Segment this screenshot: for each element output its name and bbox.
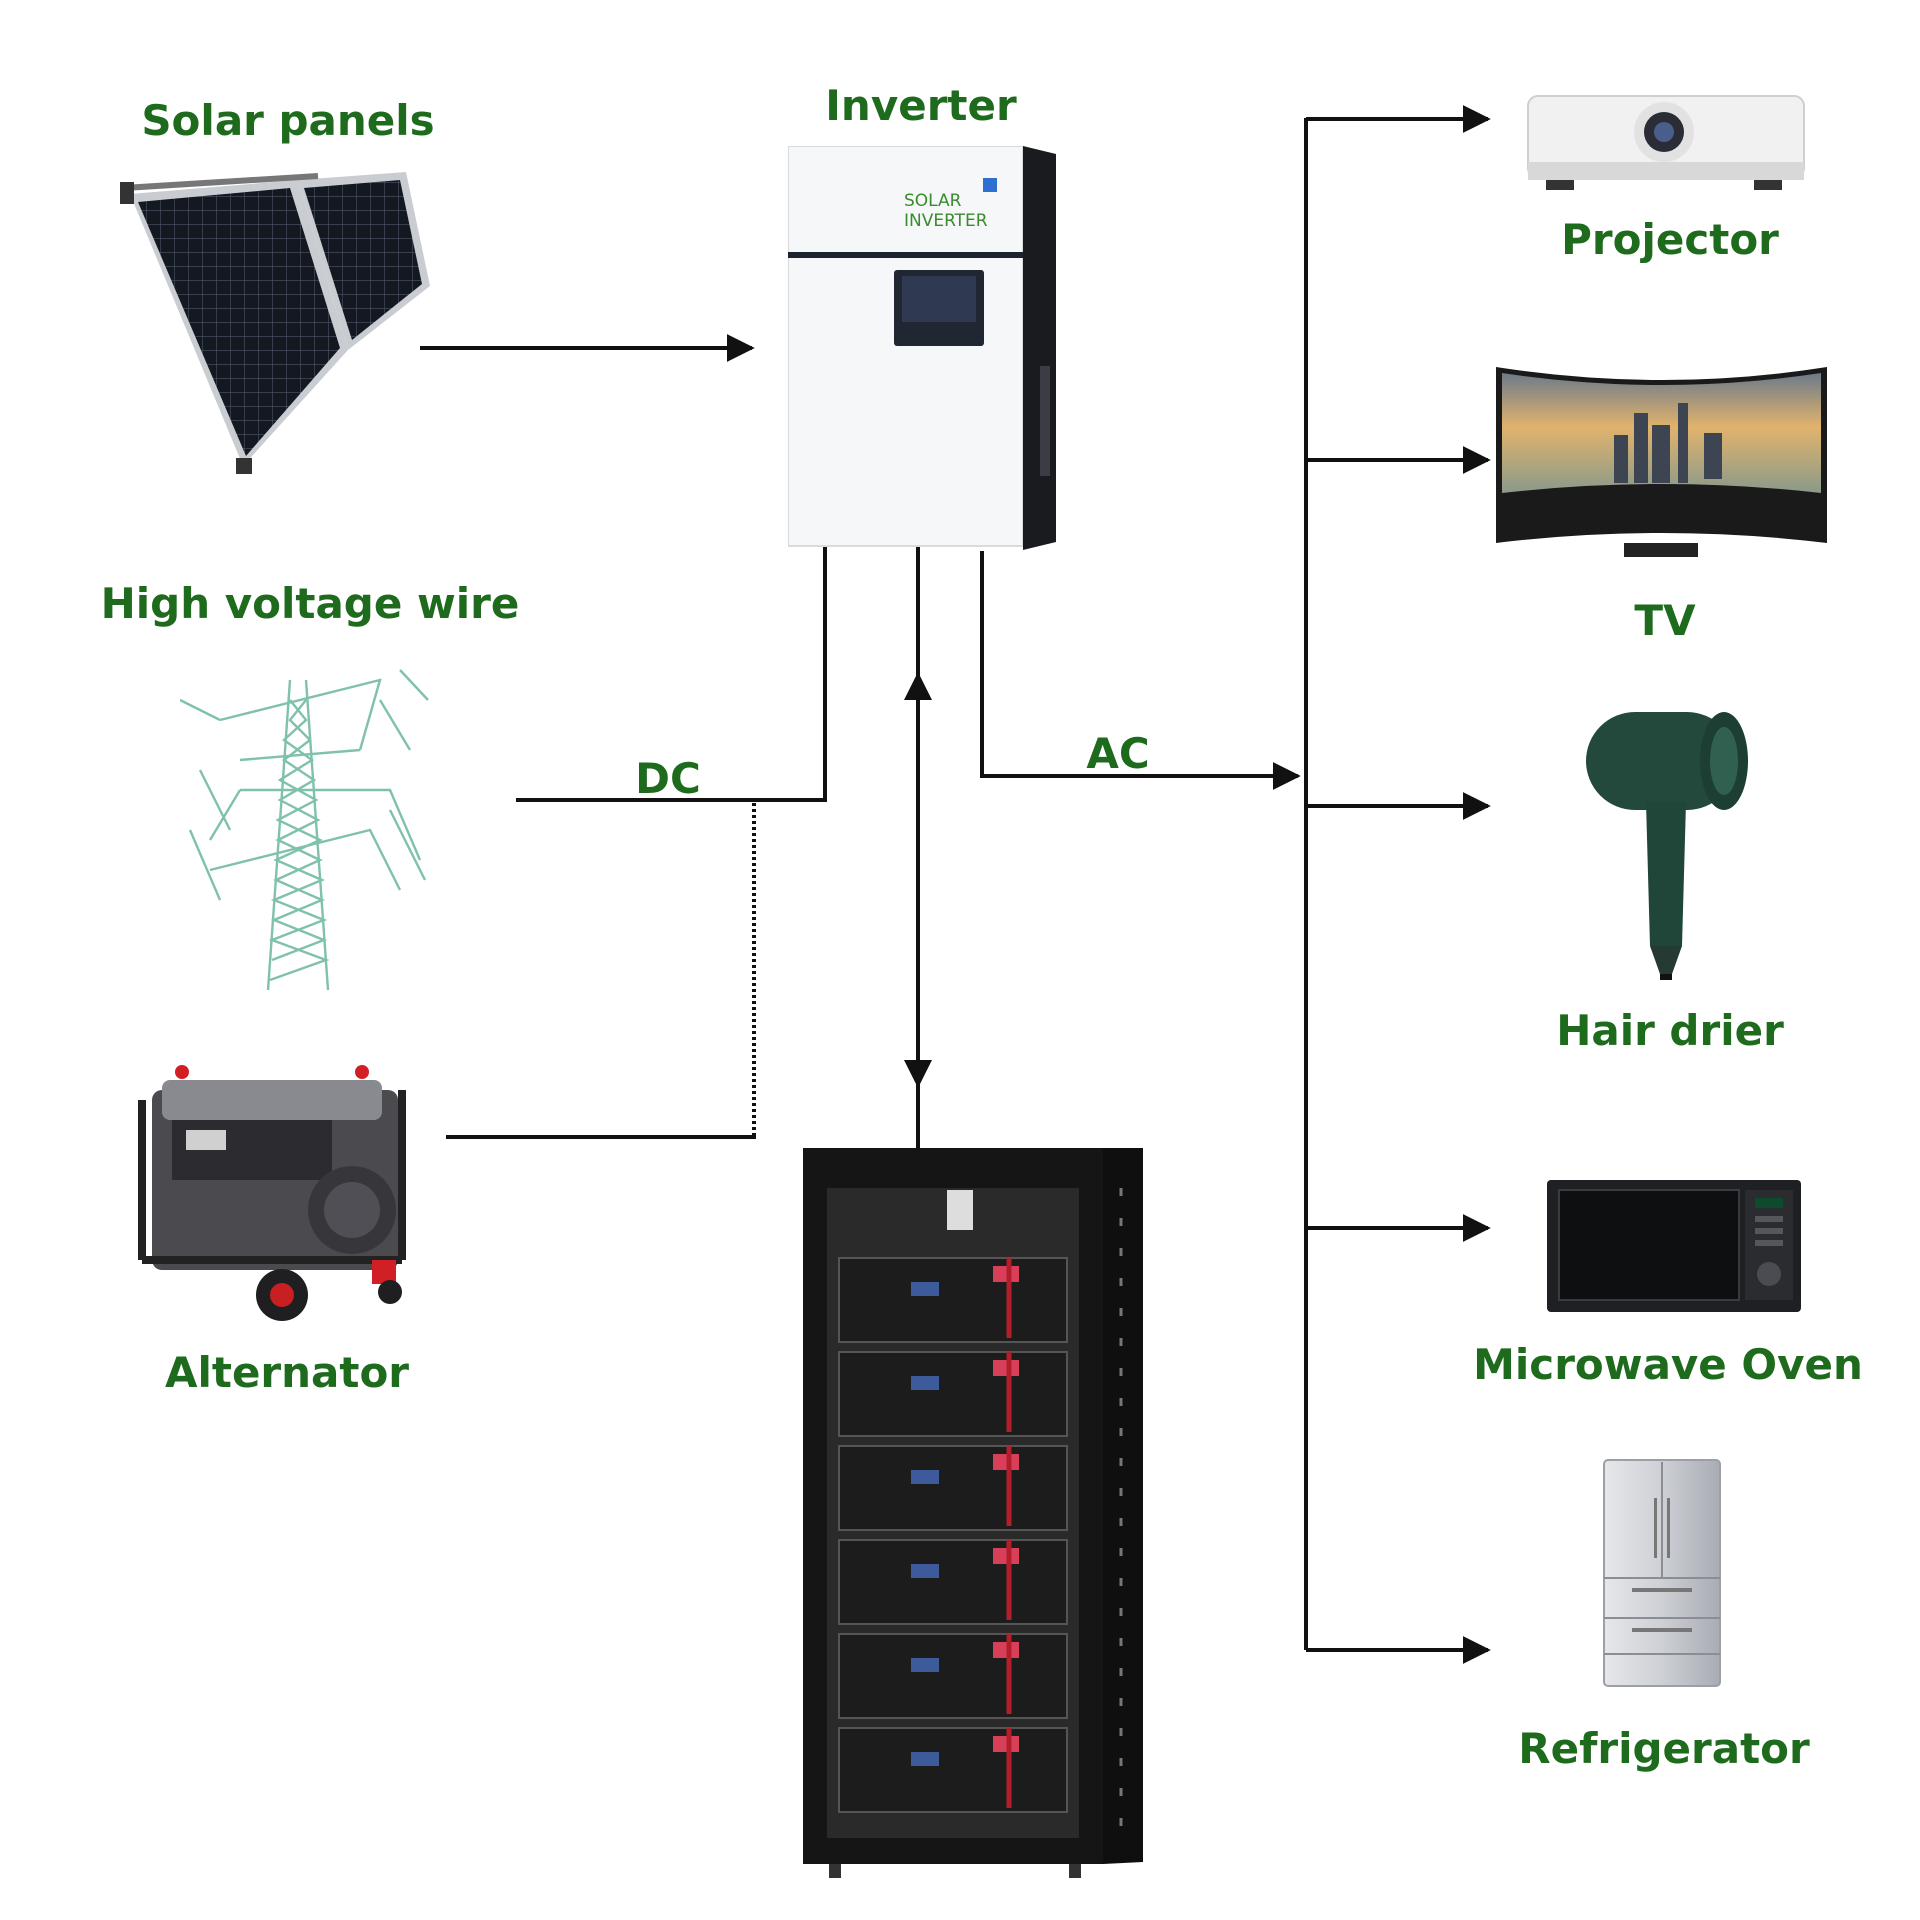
- inverter-label: Inverter: [825, 81, 1017, 130]
- ac-wire: [980, 551, 1301, 790]
- power-tower-icon: [180, 660, 430, 995]
- load-label-refrigerator: Refrigerator: [1518, 1724, 1810, 1773]
- hair-dryer-icon: [1576, 706, 1752, 980]
- solar-panels-label: Solar panels: [141, 96, 435, 145]
- inverter-brand-line2: INVERTER: [904, 211, 988, 231]
- inverter-brand-line1: SOLAR: [904, 191, 962, 211]
- refrigerator-icon: [1602, 1458, 1722, 1690]
- arrow-up-to-inverter: [904, 672, 932, 700]
- alternator-label: Alternator: [164, 1348, 410, 1397]
- load-label-tv: TV: [1634, 596, 1696, 645]
- microwave-icon: [1545, 1178, 1803, 1318]
- dc-wire: [516, 522, 827, 802]
- load-label-microwave: Microwave Oven: [1473, 1340, 1863, 1389]
- tv-icon: [1494, 363, 1829, 563]
- inverter-icon: SOLAR INVERTER: [788, 146, 1056, 552]
- load-label-projector: Projector: [1561, 215, 1779, 264]
- generator-icon: [132, 1060, 420, 1322]
- ac-label: AC: [1086, 729, 1150, 778]
- solar-panel-icon: [118, 168, 434, 476]
- projector-icon: [1524, 86, 1809, 196]
- dc-label: DC: [635, 754, 701, 803]
- load-label-hair-drier: Hair drier: [1556, 1006, 1784, 1055]
- arrow-down-to-battery: [904, 1060, 932, 1088]
- battery-rack-icon: [803, 1148, 1143, 1883]
- high-voltage-wire-label: High voltage wire: [100, 579, 520, 628]
